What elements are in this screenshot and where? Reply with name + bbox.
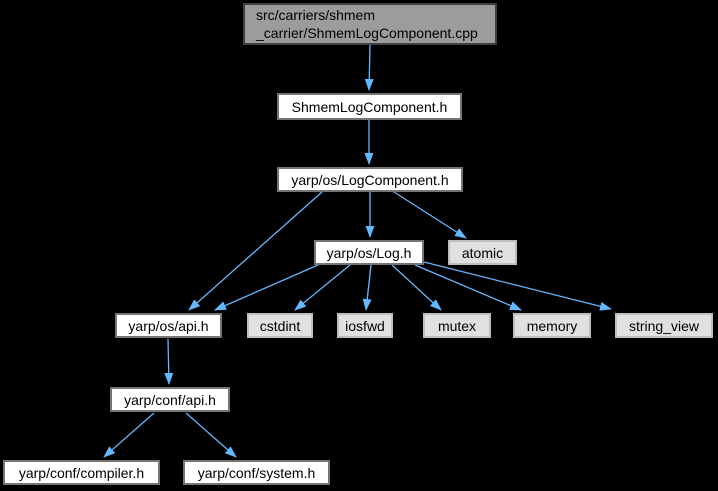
node-yarp-os-log-h[interactable]: yarp/os/Log.h (314, 240, 424, 265)
node-label: _carrier/ShmemLogComponent.cpp (256, 25, 478, 41)
node-memory: memory (513, 313, 591, 338)
edge-yarp-os-logcomponent-h-to-atomic (393, 191, 467, 239)
edge-yarp-os-log-h-to-iosfwd (362, 264, 372, 311)
edge-yarp-os-log-h-to-string_view (423, 261, 612, 311)
edge-yarp-os-log-h-to-cstdint (294, 264, 351, 311)
node-yarp-conf-compiler-h[interactable]: yarp/conf/compiler.h (3, 460, 160, 485)
node-cstdint: cstdint (247, 313, 313, 338)
node-label: string_view (628, 317, 700, 334)
node-label: yarp/conf/compiler.h (18, 464, 145, 481)
node-label: yarp/os/api.h (128, 317, 209, 334)
node-shmem-log-component-cpp: src/carriers/shmem _carrier/ShmemLogCompo… (243, 3, 497, 45)
node-label: src/carriers/shmem (256, 7, 376, 23)
node-yarp-conf-system-h[interactable]: yarp/conf/system.h (183, 460, 330, 485)
node-label: yarp/conf/system.h (197, 464, 316, 481)
node-atomic: atomic (448, 240, 517, 265)
edge-yarp-os-api-h-to-yarp-conf-api-h (164, 338, 174, 385)
node-label: yarp/conf/api.h (124, 391, 216, 408)
node-string_view: string_view (615, 313, 713, 338)
edge-yarp-conf-api-h-to-yarp-conf-compiler-h (103, 412, 155, 458)
node-shmem-log-component-h[interactable]: ShmemLogComponent.h (277, 93, 462, 120)
node-label: mutex (437, 317, 477, 334)
node-label: cstdint (259, 317, 301, 334)
edge-yarp-os-log-h-to-memory (414, 264, 522, 311)
edge-shmem-log-component-cpp-to-shmem-log-component-h (364, 44, 374, 91)
node-label: yarp/os/Log.h (326, 244, 412, 261)
node-label: ShmemLogComponent.h (291, 98, 448, 115)
node-label: atomic (461, 244, 504, 261)
node-label: memory (526, 317, 578, 334)
edge-yarp-os-log-h-to-yarp-os-api-h (214, 264, 319, 311)
edge-yarp-os-logcomponent-h-to-yarp-os-api-h (188, 191, 323, 311)
edge-yarp-os-log-h-to-mutex (391, 264, 442, 311)
node-iosfwd: iosfwd (337, 313, 393, 338)
node-yarp-conf-api-h[interactable]: yarp/conf/api.h (110, 387, 230, 412)
node-yarp-os-logcomponent-h[interactable]: yarp/os/LogComponent.h (277, 167, 463, 192)
node-label: iosfwd (345, 317, 385, 334)
node-label: yarp/os/LogComponent.h (291, 171, 449, 188)
edges-group (103, 44, 612, 458)
node-mutex: mutex (423, 313, 491, 338)
edge-yarp-conf-api-h-to-yarp-conf-system-h (185, 412, 237, 458)
node-yarp-os-api-h[interactable]: yarp/os/api.h (115, 313, 222, 338)
